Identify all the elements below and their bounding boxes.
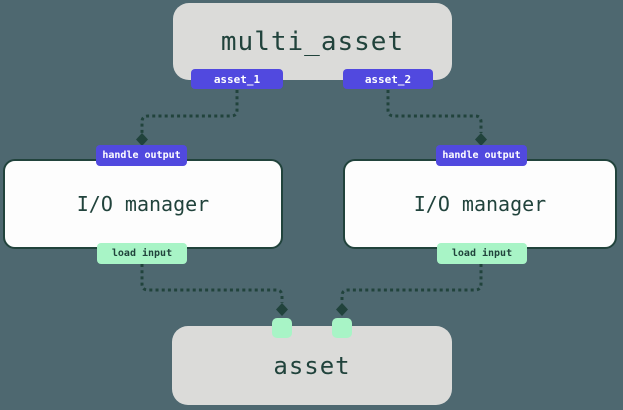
load-input-badge-right-label: load input (451, 248, 513, 259)
load-input-badge-left: load input (97, 243, 187, 264)
multi-asset-label: multi_asset (220, 26, 405, 57)
output-badge-asset-1-label: asset_1 (213, 72, 261, 86)
asset-node-label: asset (273, 351, 351, 380)
input-handle-square-right (332, 318, 352, 338)
connector-asset1-to-left-io (140, 90, 239, 133)
io-manager-node-right: I/O manager (343, 159, 617, 249)
handle-output-badge-left-label: handle output (102, 150, 181, 161)
output-badge-asset-1: asset_1 (191, 69, 283, 89)
load-input-badge-right: load input (437, 243, 527, 264)
io-manager-node-left-label: I/O manager (76, 192, 210, 216)
asset-node: asset (172, 326, 452, 405)
multi-asset-node: multi_asset (173, 3, 452, 80)
handle-output-badge-right-label: handle output (442, 150, 521, 161)
arrowhead-diamond-icon (336, 303, 348, 316)
arrowhead-diamond-icon (136, 133, 148, 146)
handle-output-badge-right: handle output (436, 145, 527, 166)
connector-asset2-to-right-io (386, 90, 483, 133)
output-badge-asset-2: asset_2 (343, 69, 433, 89)
connector-left-io-to-asset (140, 264, 284, 303)
arrowhead-diamond-icon (475, 133, 487, 146)
input-handle-square-left (272, 318, 292, 338)
handle-output-badge-left: handle output (96, 145, 187, 166)
connector-right-io-to-asset (340, 264, 483, 303)
arrowhead-diamond-icon (276, 303, 288, 316)
io-manager-node-right-label: I/O manager (413, 192, 547, 216)
load-input-badge-left-label: load input (111, 248, 173, 259)
output-badge-asset-2-label: asset_2 (364, 72, 412, 86)
